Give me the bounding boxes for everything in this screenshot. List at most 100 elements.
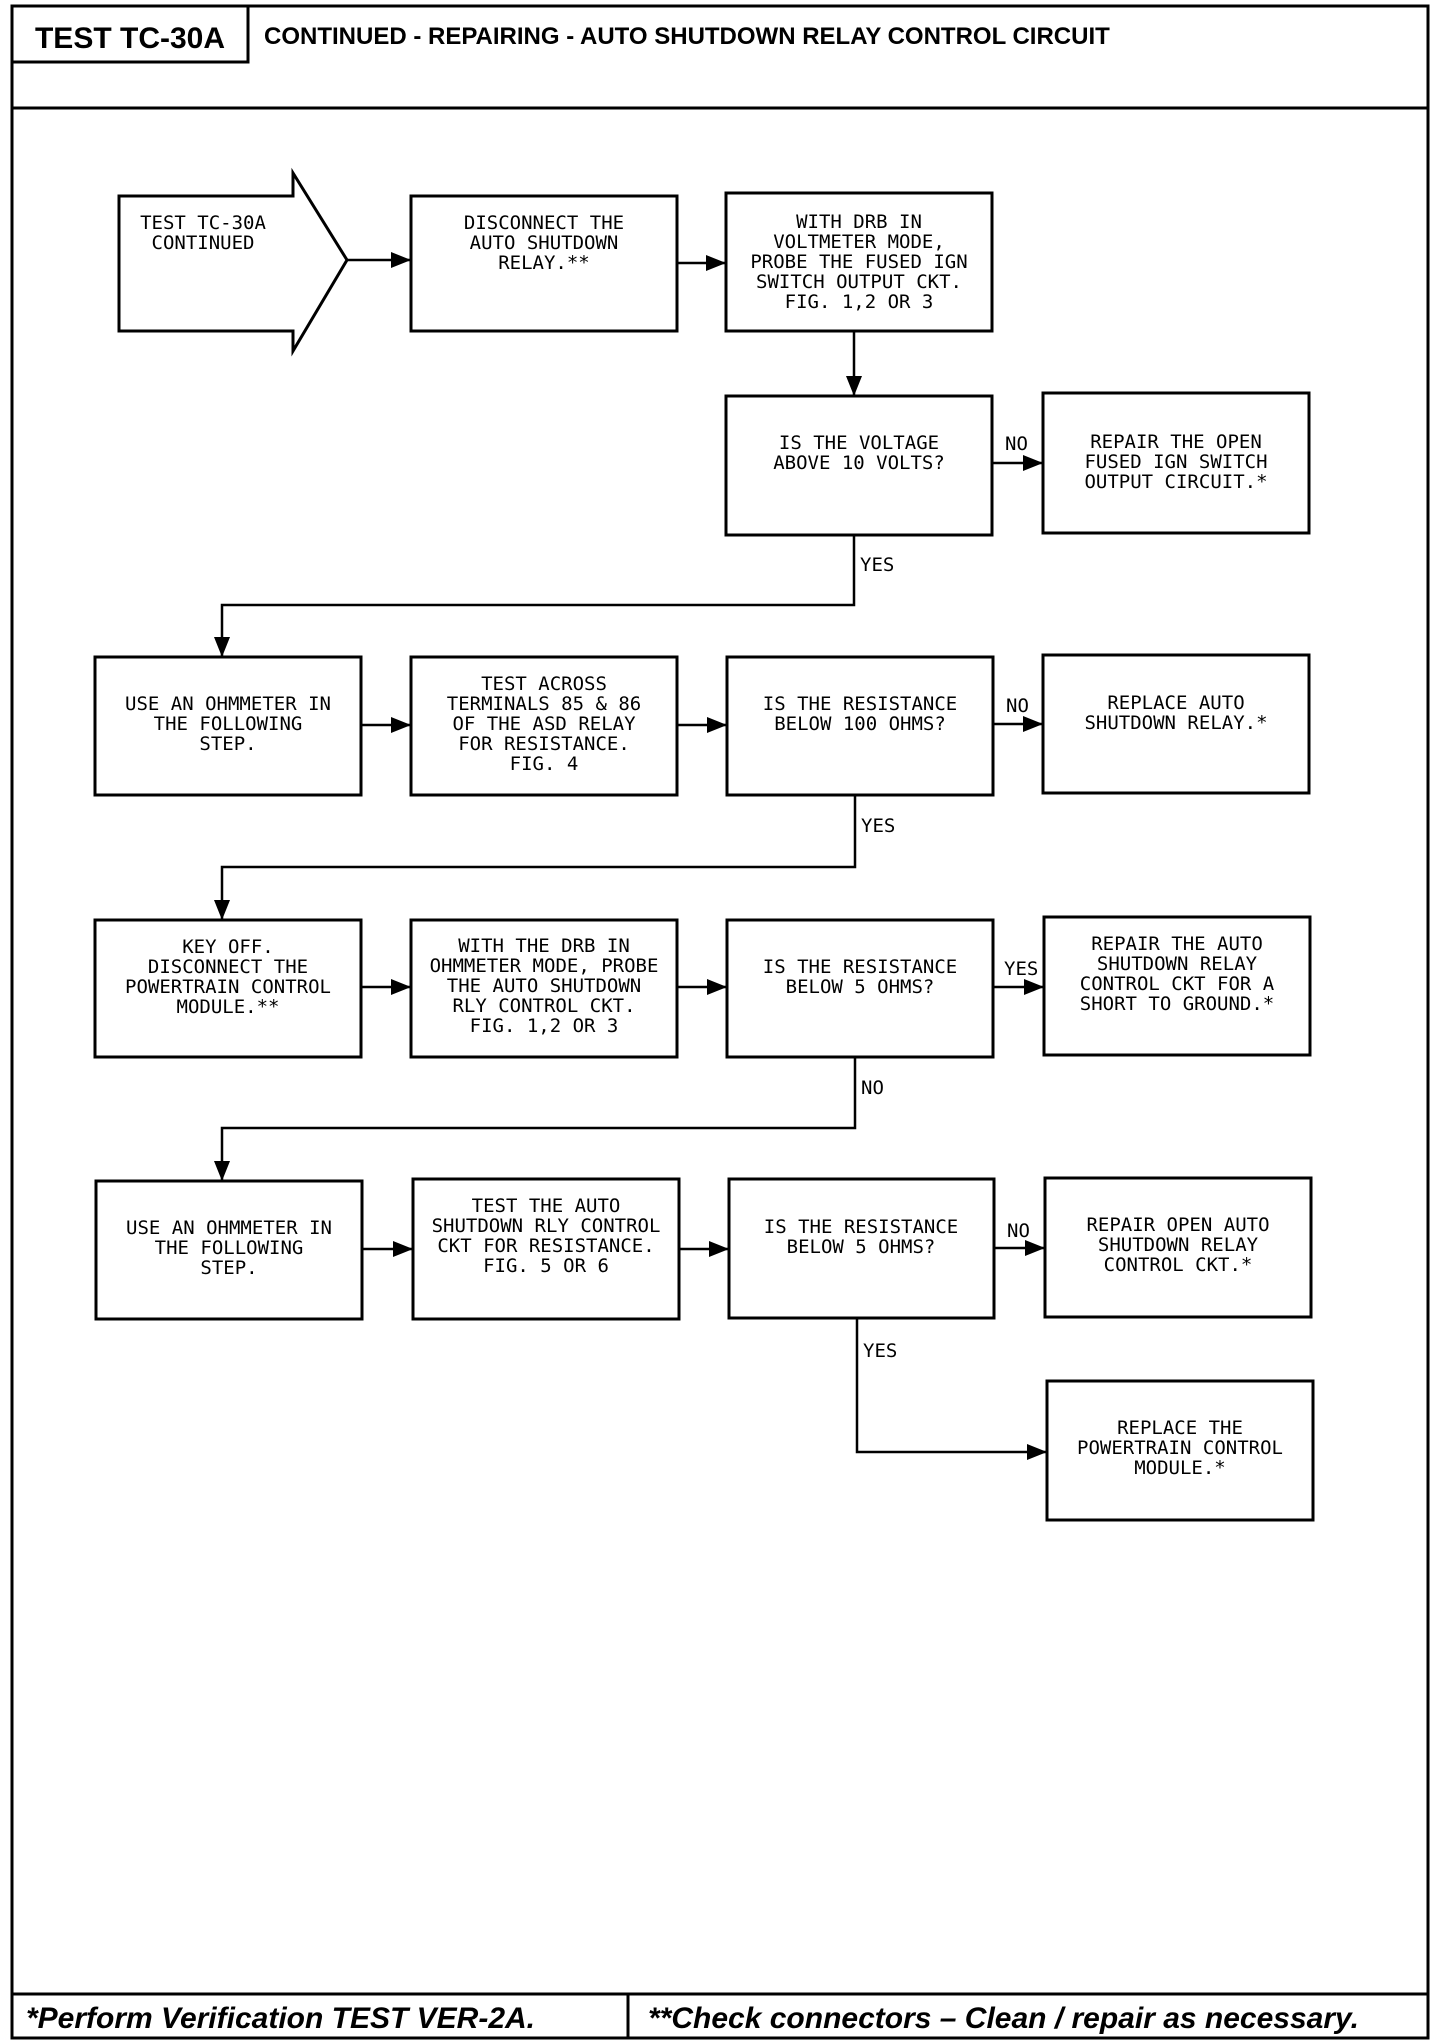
box-text-line: SHUTDOWN RELAY.*: [1084, 712, 1267, 734]
box-text-line: THE AUTO SHUTDOWN: [447, 975, 641, 997]
box-text-line: DISCONNECT THE: [148, 956, 308, 978]
test-id-box: [10, 4, 250, 64]
box-text-line: RELAY.**: [498, 252, 590, 274]
box-text-line: CONTROL CKT FOR A: [1080, 973, 1275, 995]
label-res5b-no: NO: [1007, 1220, 1030, 1242]
box-text-line: PROBE THE FUSED IGN: [750, 251, 967, 273]
box-text-line: OF THE ASD RELAY: [452, 713, 636, 735]
box-text-line: IS THE RESISTANCE: [764, 1216, 958, 1238]
box-text-line: SHUTDOWN RELAY: [1098, 1234, 1259, 1256]
box-text-line: IS THE RESISTANCE: [763, 956, 957, 978]
box-text-line: FIG. 1,2 OR 3: [785, 291, 934, 313]
box-text-line: REPAIR THE OPEN: [1090, 431, 1262, 453]
label-res5b-yes: YES: [863, 1340, 897, 1362]
box-text-line: BELOW 5 OHMS?: [787, 1236, 936, 1258]
box-text-line: TEST THE AUTO: [472, 1195, 621, 1217]
box-text-line: USE AN OHMMETER IN: [125, 693, 331, 715]
box-text-line: MODULE.*: [1134, 1457, 1226, 1479]
box-text-line: FIG. 4: [510, 753, 579, 775]
footer-note-verification: *Perform Verification TEST VER-2A.: [26, 2002, 535, 2035]
box-text-line: CONTINUED: [152, 232, 255, 254]
box-text-line: STEP.: [199, 733, 256, 755]
box-text-line: OHMMETER MODE, PROBE: [430, 955, 659, 977]
box-text-line: WITH THE DRB IN: [458, 935, 630, 957]
label-voltage-yes: YES: [860, 554, 894, 576]
box-text-line: IS THE VOLTAGE: [779, 432, 939, 454]
box-text-line: VOLTMETER MODE,: [773, 231, 945, 253]
box-text-line: POWERTRAIN CONTROL: [1077, 1437, 1283, 1459]
box-text-line: REPLACE THE: [1117, 1417, 1243, 1439]
box-text-line: TEST TC-30A: [140, 212, 266, 234]
box-text-line: FIG. 1,2 OR 3: [470, 1015, 619, 1037]
box-text-line: REPLACE AUTO: [1107, 692, 1244, 714]
start-arrow: [117, 167, 349, 357]
box-text-line: FUSED IGN SWITCH: [1084, 451, 1267, 473]
label-res100-yes: YES: [861, 815, 895, 837]
box-text-line: WITH DRB IN: [796, 211, 922, 233]
label-voltage-no: NO: [1005, 433, 1028, 455]
label-res5a-no: NO: [861, 1077, 884, 1099]
label-res100-no: NO: [1006, 695, 1029, 717]
box-text-line: POWERTRAIN CONTROL: [125, 976, 331, 998]
box-text-line: ABOVE 10 VOLTS?: [773, 452, 945, 474]
box-text-line: SHORT TO GROUND.*: [1080, 993, 1274, 1015]
box-text-line: DISCONNECT THE: [464, 212, 624, 234]
box-text-line: FOR RESISTANCE.: [458, 733, 630, 755]
box-text-line: MODULE.**: [177, 996, 280, 1018]
box-text-line: AUTO SHUTDOWN: [470, 232, 619, 254]
box-text-line: REPAIR OPEN AUTO: [1086, 1214, 1269, 1236]
page-title: CONTINUED - REPAIRING - AUTO SHUTDOWN RE…: [264, 23, 1110, 50]
box-text-line: FIG. 5 OR 6: [483, 1255, 609, 1277]
box-text-line: BELOW 100 OHMS?: [774, 713, 946, 735]
box-text-line: RLY CONTROL CKT.: [452, 995, 635, 1017]
box-text-line: CONTROL CKT.*: [1104, 1254, 1253, 1276]
box-text-line: USE AN OHMMETER IN: [126, 1217, 332, 1239]
box-text-line: KEY OFF.: [182, 936, 274, 958]
page-frame: [10, 4, 1430, 2040]
connectors: [214, 252, 1047, 1460]
box-text-line: IS THE RESISTANCE: [763, 693, 957, 715]
box-text-line: TEST ACROSS: [481, 673, 607, 695]
box-text-line: CKT FOR RESISTANCE.: [437, 1235, 654, 1257]
box-text-line: SHUTDOWN RELAY: [1097, 953, 1258, 975]
box-text-line: BELOW 5 OHMS?: [786, 976, 935, 998]
footer-note-connectors: **Check connectors – Clean / repair as n…: [648, 2002, 1359, 2035]
box-text-line: THE FOLLOWING: [154, 713, 303, 735]
box-text-line: STEP.: [200, 1257, 257, 1279]
box-text-line: SHUTDOWN RLY CONTROL: [432, 1215, 661, 1237]
box-text-line: OUTPUT CIRCUIT.*: [1084, 471, 1267, 493]
box-text-line: SWITCH OUTPUT CKT.: [756, 271, 962, 293]
box-text-line: TERMINALS 85 & 86: [447, 693, 641, 715]
test-id-label: TEST TC-30A: [35, 22, 225, 55]
